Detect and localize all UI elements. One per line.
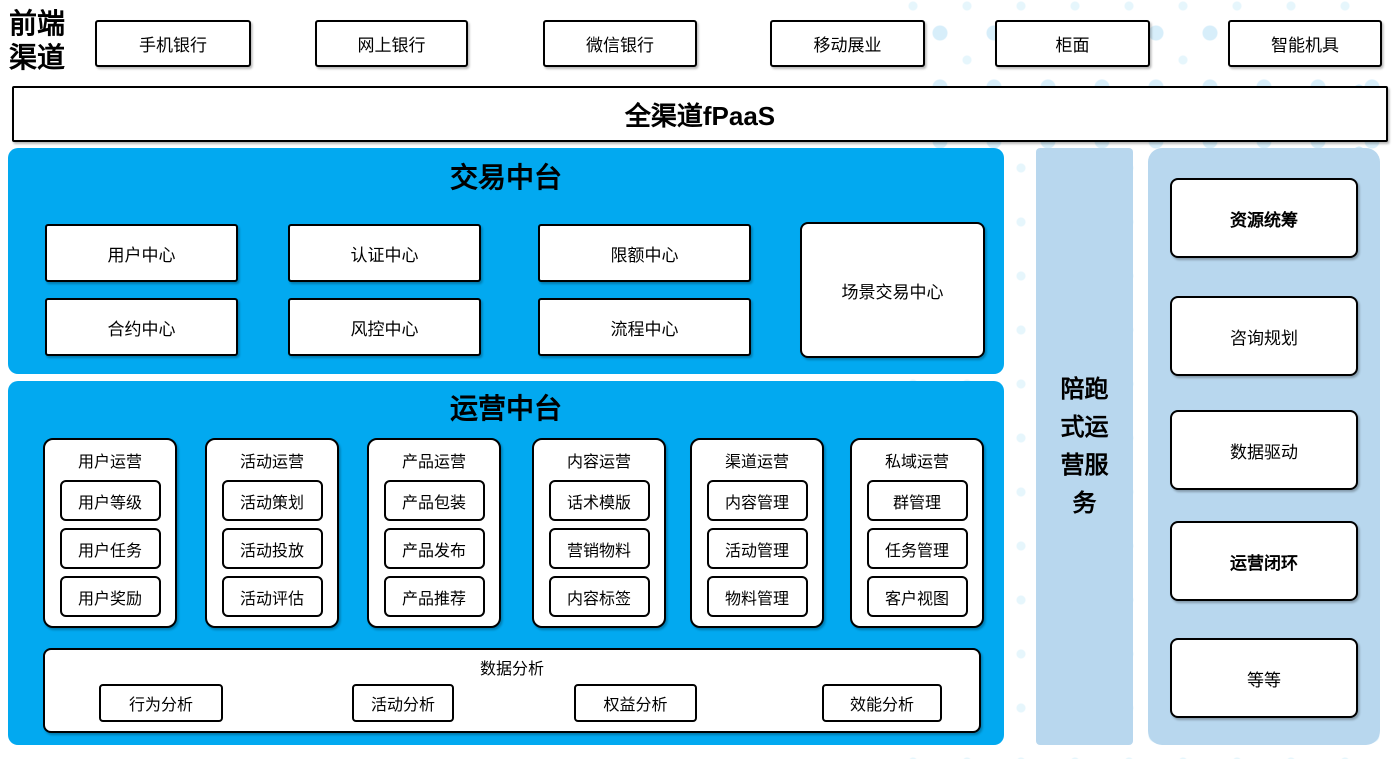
ops-column-item: 活动管理 <box>706 528 808 569</box>
service-box-consulting-planning: 咨询规划 <box>1170 296 1358 376</box>
ops-column-item: 话术模版 <box>548 480 650 521</box>
service-box-resource-coordination: 资源统筹 <box>1170 178 1358 258</box>
service-box-data-driven: 数据驱动 <box>1170 410 1358 490</box>
ops-column-title: 用户运营 <box>77 454 142 471</box>
ops-column-item: 群管理 <box>866 480 968 521</box>
channel-box-online-banking: 网上银行 <box>315 20 468 67</box>
data-analysis-panel: 数据分析 行为分析 活动分析 权益分析 效能分析 <box>43 648 981 733</box>
channel-box-mobile-business: 移动展业 <box>770 20 925 67</box>
ops-column-item: 产品发布 <box>383 528 485 569</box>
ops-column-item: 内容标签 <box>548 576 650 617</box>
data-analysis-item: 效能分析 <box>822 684 942 722</box>
channel-box-mobile-banking: 手机银行 <box>95 20 251 67</box>
data-analysis-item: 权益分析 <box>574 684 697 722</box>
fpaas-bar: 全渠道fPaaS <box>12 86 1388 142</box>
ops-column-channel: 渠道运营 内容管理 活动管理 物料管理 <box>690 438 824 628</box>
ops-column-item: 用户奖励 <box>59 576 161 617</box>
data-analysis-item: 行为分析 <box>99 684 223 722</box>
right-service-panel: 资源统筹 咨询规划 数据驱动 运营闭环 等等 <box>1148 148 1380 745</box>
ops-column-activity: 活动运营 活动策划 活动投放 活动评估 <box>205 438 339 628</box>
center-box-risk: 风控中心 <box>288 298 481 356</box>
ops-column-item: 产品包装 <box>383 480 485 521</box>
ops-column-item: 用户等级 <box>59 480 161 521</box>
ops-column-title: 产品运营 <box>401 454 466 471</box>
ops-column-item: 产品推荐 <box>383 576 485 617</box>
ops-column-item: 活动评估 <box>221 576 323 617</box>
ops-column-content: 内容运营 话术模版 营销物料 内容标签 <box>532 438 666 628</box>
ops-column-title: 渠道运营 <box>724 454 789 471</box>
ops-column-item: 内容管理 <box>706 480 808 521</box>
data-analysis-item: 活动分析 <box>352 684 454 722</box>
center-box-contract: 合约中心 <box>45 298 238 356</box>
ops-column-item: 客户视图 <box>866 576 968 617</box>
center-box-process: 流程中心 <box>538 298 751 356</box>
operation-platform-title: 运营中台 <box>449 393 562 424</box>
center-box-auth: 认证中心 <box>288 224 481 282</box>
channel-box-wechat-banking: 微信银行 <box>543 20 697 67</box>
ops-column-title: 活动运营 <box>239 454 304 471</box>
ops-column-user: 用户运营 用户等级 用户任务 用户奖励 <box>43 438 177 628</box>
ops-column-item: 营销物料 <box>548 528 650 569</box>
ops-column-item: 物料管理 <box>706 576 808 617</box>
service-box-operation-loop: 运营闭环 <box>1170 521 1358 601</box>
ops-column-title: 内容运营 <box>566 454 631 471</box>
companion-service-bar: 陪跑式运营服务 <box>1036 148 1133 745</box>
trade-platform-title: 交易中台 <box>449 162 562 193</box>
trade-platform-block: 交易中台 用户中心 认证中心 限额中心 场景交易中心 合约中心 风控中心 流程中… <box>8 148 1004 374</box>
ops-column-item: 活动投放 <box>221 528 323 569</box>
companion-service-label: 陪跑式运营服务 <box>1060 375 1109 517</box>
ops-column-private-domain: 私域运营 群管理 任务管理 客户视图 <box>850 438 984 628</box>
operation-platform-block: 运营中台 用户运营 用户等级 用户任务 用户奖励 活动运营 活动策划 活动投放 … <box>8 381 1004 745</box>
data-analysis-title: 数据分析 <box>479 661 544 678</box>
service-box-etc: 等等 <box>1170 638 1358 718</box>
center-box-limit: 限额中心 <box>538 224 751 282</box>
frontend-channel-label: 前端渠道 <box>8 9 65 74</box>
ops-column-item: 活动策划 <box>221 480 323 521</box>
ops-column-title: 私域运营 <box>884 454 949 471</box>
ops-column-item: 任务管理 <box>866 528 968 569</box>
ops-column-item: 用户任务 <box>59 528 161 569</box>
ops-column-product: 产品运营 产品包装 产品发布 产品推荐 <box>367 438 501 628</box>
channel-box-smart-machine: 智能机具 <box>1228 20 1382 67</box>
center-box-user: 用户中心 <box>45 224 238 282</box>
channel-box-counter: 柜面 <box>995 20 1150 67</box>
center-box-scene-trade: 场景交易中心 <box>800 222 985 358</box>
